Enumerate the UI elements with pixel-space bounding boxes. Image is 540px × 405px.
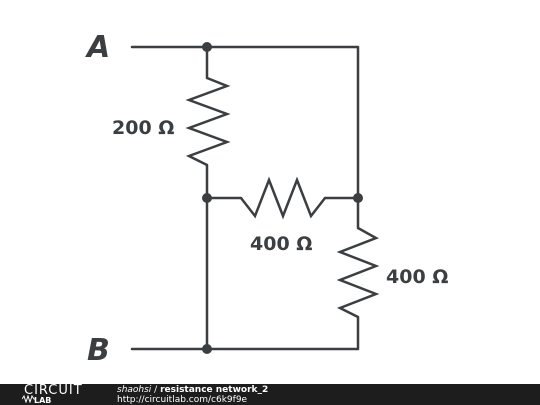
credit-separator: /: [151, 385, 161, 395]
author-link[interactable]: shaohsi: [117, 385, 152, 395]
resistor-left[interactable]: [185, 76, 231, 167]
resistor-middle-label: 400 Ω: [250, 233, 312, 255]
resistor-right-label: 400 Ω: [386, 266, 448, 288]
junction-node-top: [202, 42, 212, 52]
terminal-b-label: B: [87, 333, 110, 368]
junction-node-mid-left: [202, 193, 212, 203]
circuit-schematic: A B 200 Ω 400 Ω 400 Ω: [85, 30, 448, 368]
junction-node-mid-right: [353, 193, 363, 203]
credit-line: shaohsi / resistance network_2: [117, 385, 268, 395]
logo-wordmark-top: CIRCUIT: [24, 383, 83, 398]
resistor-left-label: 200 Ω: [112, 117, 174, 139]
logo-resistor-icon: [22, 395, 36, 403]
junction-node-bottom: [202, 344, 212, 354]
resistor-right[interactable]: [336, 226, 380, 319]
wire-bottom: [130, 315, 360, 351]
terminal-a-label: A: [85, 30, 110, 65]
circuit-url-link[interactable]: http://circuitlab.com/c6k9f9e: [117, 395, 248, 405]
circuit-title[interactable]: resistance network_2: [160, 385, 269, 395]
logo-wordmark-bottom: LAB: [34, 396, 52, 405]
footer-bar: CIRCUIT LAB shaohsi / resistance network…: [0, 384, 540, 405]
resistor-middle[interactable]: [240, 176, 326, 220]
